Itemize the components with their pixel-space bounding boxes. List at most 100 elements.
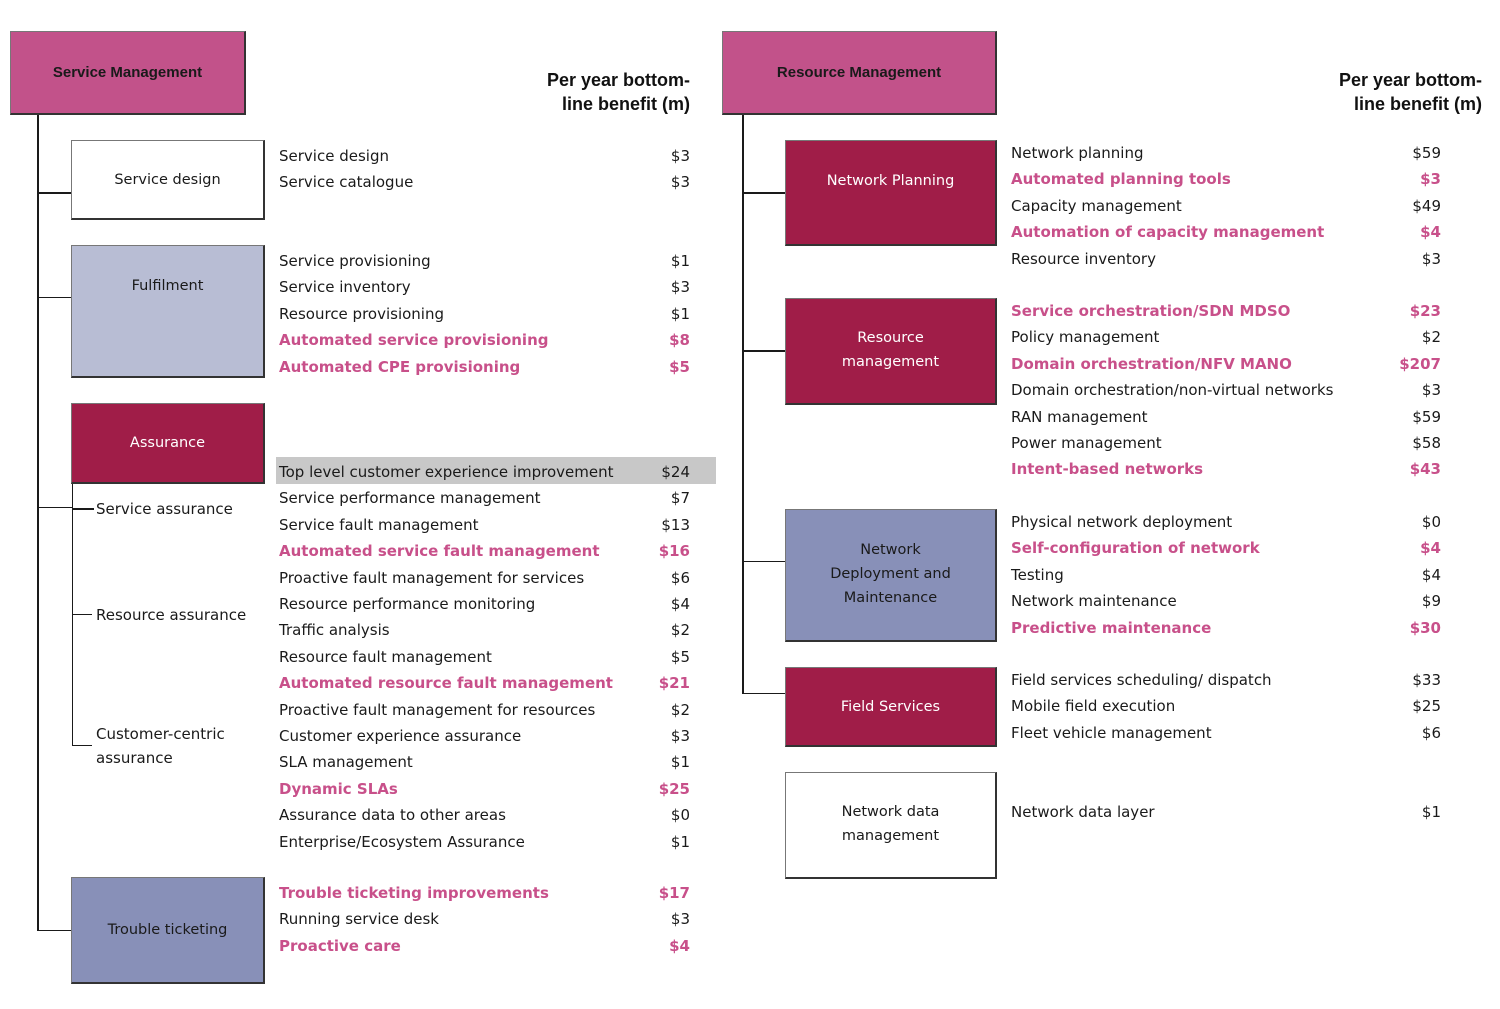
benefit-item-label: Predictive maintenance <box>1011 618 1212 637</box>
benefit-item-label: Self-configuration of network <box>1011 539 1260 558</box>
fulfilment-box: Fulfilment <box>71 245 265 378</box>
benefit-item-value: $24 <box>661 463 690 481</box>
benefit-item-label: Resource inventory <box>1011 249 1156 268</box>
benefit-item-value: $16 <box>658 542 690 561</box>
benefit-item-value: $4 <box>670 595 690 613</box>
benefit-item-label: Enterprise/Ecosystem Assurance <box>279 832 525 851</box>
sub-label-service-assurance: Service assurance <box>96 500 233 518</box>
benefit-item-value: $17 <box>658 884 690 902</box>
benefit-item-value: $4 <box>1420 223 1441 242</box>
benefit-item-value: $33 <box>1412 671 1441 689</box>
benefit-item-value: $5 <box>669 357 690 376</box>
benefit-item-label: Customer experience assurance <box>279 727 522 745</box>
sub-label-resource-assurance: Resource assurance <box>96 606 247 624</box>
benefit-item-value: $1 <box>1421 803 1441 821</box>
right-benefit-header: Per year bottom- line benefit (m) <box>1262 68 1482 116</box>
resource-management-label-line2: management <box>841 354 940 370</box>
network-deployment-box: Network Deployment and Maintenance <box>785 509 997 642</box>
benefit-item-value: $3 <box>1421 249 1441 268</box>
network-planning-label: Network Planning <box>826 173 955 189</box>
benefit-item-value: $3 <box>670 910 690 929</box>
network-data-label-line2: management <box>841 828 940 844</box>
benefit-item-value: $0 <box>670 806 690 825</box>
network-deployment-label-line2: Deployment and <box>830 566 951 582</box>
trouble-ticketing-box: Trouble ticketing <box>71 877 265 984</box>
sub-label-assurance: assurance <box>96 749 173 767</box>
benefit-item-label: SLA management <box>279 753 413 772</box>
benefit-item-value: $49 <box>1412 196 1441 215</box>
benefit-item-label: Field services scheduling/ dispatch <box>1011 671 1272 689</box>
benefit-item-value: $8 <box>669 331 690 350</box>
benefit-item-value: $5 <box>670 647 690 666</box>
benefit-item-label: Automated resource fault management <box>279 674 613 693</box>
benefit-item-label: Fleet vehicle management <box>1011 723 1212 742</box>
sub-label-customer-centric: Customer-centric <box>96 725 225 743</box>
right-header-line2: line benefit (m) <box>1353 94 1482 114</box>
benefit-item-value: $0 <box>1421 513 1441 531</box>
left-tree-trunk <box>37 115 39 931</box>
resource-management-sub-box: Resource management <box>785 298 997 405</box>
benefit-item-label: Domain orchestration/NFV MANO <box>1011 354 1292 373</box>
assurance-subtree-trunk <box>72 484 73 746</box>
benefit-item-label: Network maintenance <box>1011 592 1177 611</box>
benefit-item-label: Testing <box>1011 565 1064 584</box>
benefit-item-value: $3 <box>1420 170 1441 189</box>
left-header-line2: line benefit (m) <box>561 94 690 114</box>
benefit-item-label: Resource provisioning <box>279 304 444 323</box>
benefit-item-label: Dynamic SLAs <box>279 779 398 798</box>
benefit-item-label: Service catalogue <box>279 173 414 192</box>
benefit-item-label: Network data layer <box>1011 803 1155 821</box>
benefit-item-label: Service fault management <box>279 515 479 534</box>
resource-management-title: Resource Management <box>776 63 942 81</box>
benefit-item-label: Proactive fault management for services <box>279 568 585 587</box>
resource-management-label-line1: Resource <box>857 330 924 346</box>
benefit-item-label: Traffic analysis <box>279 621 390 640</box>
sub-branch-resource-assurance <box>72 614 92 615</box>
benefit-item-value: $4 <box>669 936 690 955</box>
network-data-label-line1: Network data <box>841 804 940 820</box>
sub-branch-customer-assurance <box>72 745 92 746</box>
trouble-ticketing-label: Trouble ticketing <box>107 922 228 938</box>
benefit-item-value: $1 <box>670 832 690 851</box>
benefit-item-label: Proactive care <box>279 936 401 955</box>
fulfilment-label: Fulfilment <box>131 278 204 294</box>
benefit-item-label: Service design <box>279 147 389 165</box>
benefit-item-value: $25 <box>658 779 690 798</box>
benefit-item-label: Trouble ticketing improvements <box>279 884 549 902</box>
right-branch-network-planning <box>742 192 786 194</box>
benefit-item-value: $2 <box>670 700 690 719</box>
benefit-item-label: Power management <box>1011 434 1162 452</box>
benefit-item-value: $7 <box>670 489 690 508</box>
benefit-item-label: Capacity management <box>1011 196 1182 215</box>
benefit-item-value: $6 <box>1421 723 1441 742</box>
left-benefit-header: Per year bottom- line benefit (m) <box>470 68 690 116</box>
benefit-item-value: $43 <box>1409 460 1441 479</box>
right-branch-deployment <box>742 561 786 562</box>
service-design-label: Service design <box>114 171 221 188</box>
left-header-line1: Per year bottom- <box>546 70 690 90</box>
benefit-item-value: $21 <box>658 674 690 693</box>
right-branch-field-services <box>742 693 786 694</box>
benefit-item-value: $25 <box>1412 697 1441 716</box>
benefit-item-label: Physical network deployment <box>1011 513 1233 531</box>
benefit-item-label: RAN management <box>1011 407 1148 426</box>
benefit-item-value: $3 <box>1421 381 1441 400</box>
benefit-item-label: Assurance data to other areas <box>279 806 506 825</box>
benefit-item-value: $3 <box>670 727 690 745</box>
benefit-item-label: Service performance management <box>279 489 541 508</box>
benefit-item-label: Resource fault management <box>279 647 492 666</box>
benefit-item-label: Automated service provisioning <box>279 331 549 350</box>
benefit-item-label: Automated service fault management <box>279 542 600 561</box>
benefit-item-value: $23 <box>1409 302 1441 320</box>
benefit-item-label: Running service desk <box>279 910 439 929</box>
benefit-item-value: $3 <box>670 173 690 192</box>
benefit-item-label: Intent-based networks <box>1011 460 1204 479</box>
service-management-box: Service Management <box>10 31 246 115</box>
assurance-label: Assurance <box>129 435 206 451</box>
benefit-item-value: $2 <box>670 621 690 640</box>
benefit-item-value: $1 <box>670 304 690 323</box>
assurance-box: Assurance <box>71 403 265 484</box>
left-branch-fulfilment <box>37 297 72 298</box>
benefit-item-label: Domain orchestration/non-virtual network… <box>1011 381 1334 400</box>
benefit-item-label: Top level customer experience improvemen… <box>279 463 614 481</box>
